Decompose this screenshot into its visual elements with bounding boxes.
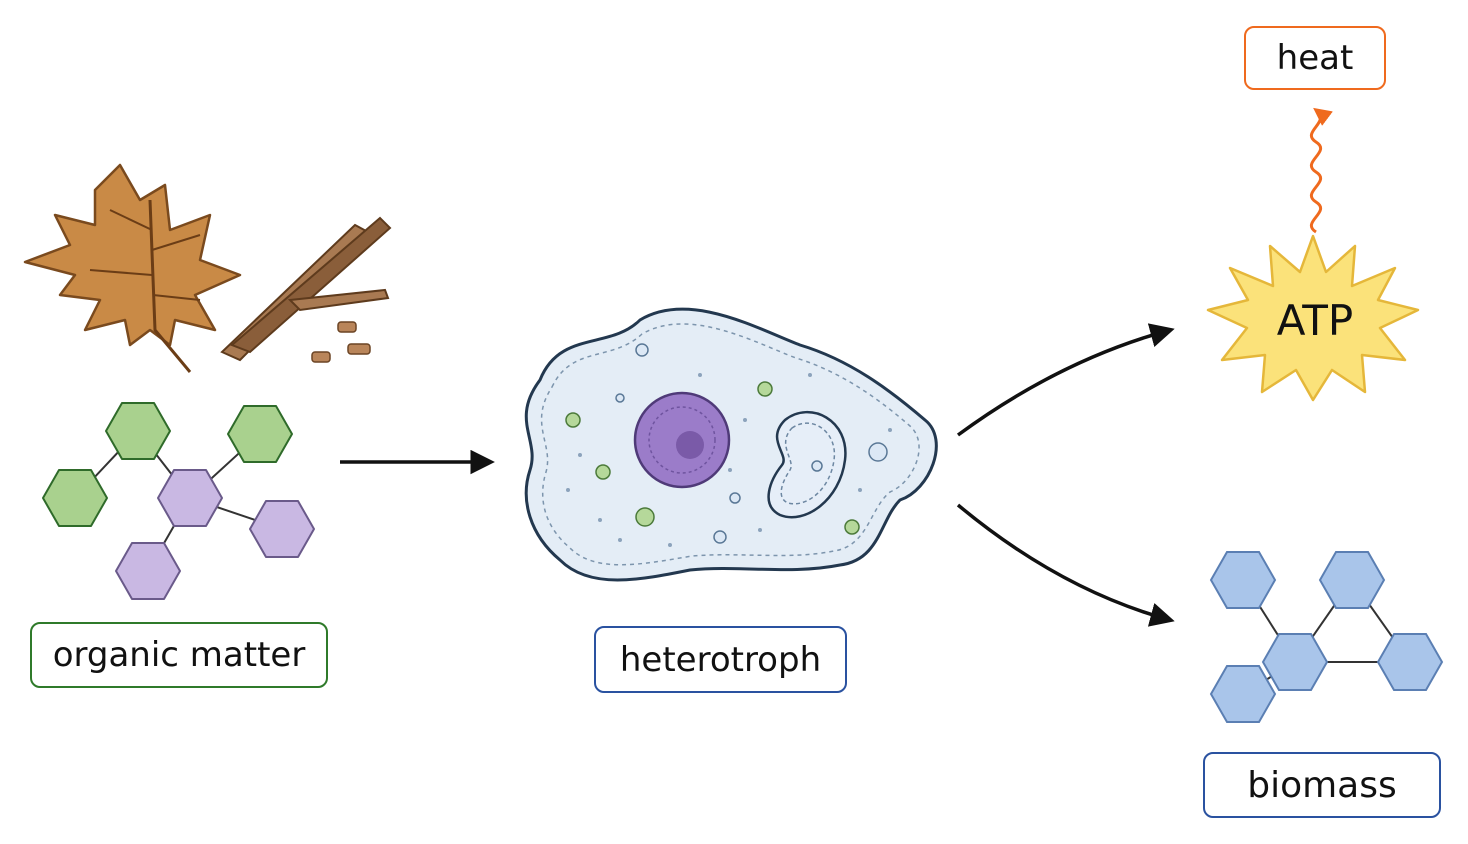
heat-label: heat (1244, 26, 1386, 90)
atp-label: ATP (1276, 295, 1354, 345)
arrow-to-biomass (956, 503, 1175, 627)
biomass-molecule-icon (1209, 551, 1444, 723)
twig-icon (220, 216, 392, 363)
cell-icon (524, 307, 938, 582)
biomass-label: biomass (1203, 752, 1441, 818)
organic-matter-label: organic matter (30, 622, 328, 688)
wavy-heat-arrow-icon (1309, 107, 1333, 234)
heterotroph-label: heterotroph (594, 626, 847, 693)
leaf-icon (23, 163, 242, 373)
atp-burst-icon (1206, 234, 1420, 402)
molecule-icon (42, 402, 315, 600)
arrow-to-atp (956, 323, 1175, 437)
